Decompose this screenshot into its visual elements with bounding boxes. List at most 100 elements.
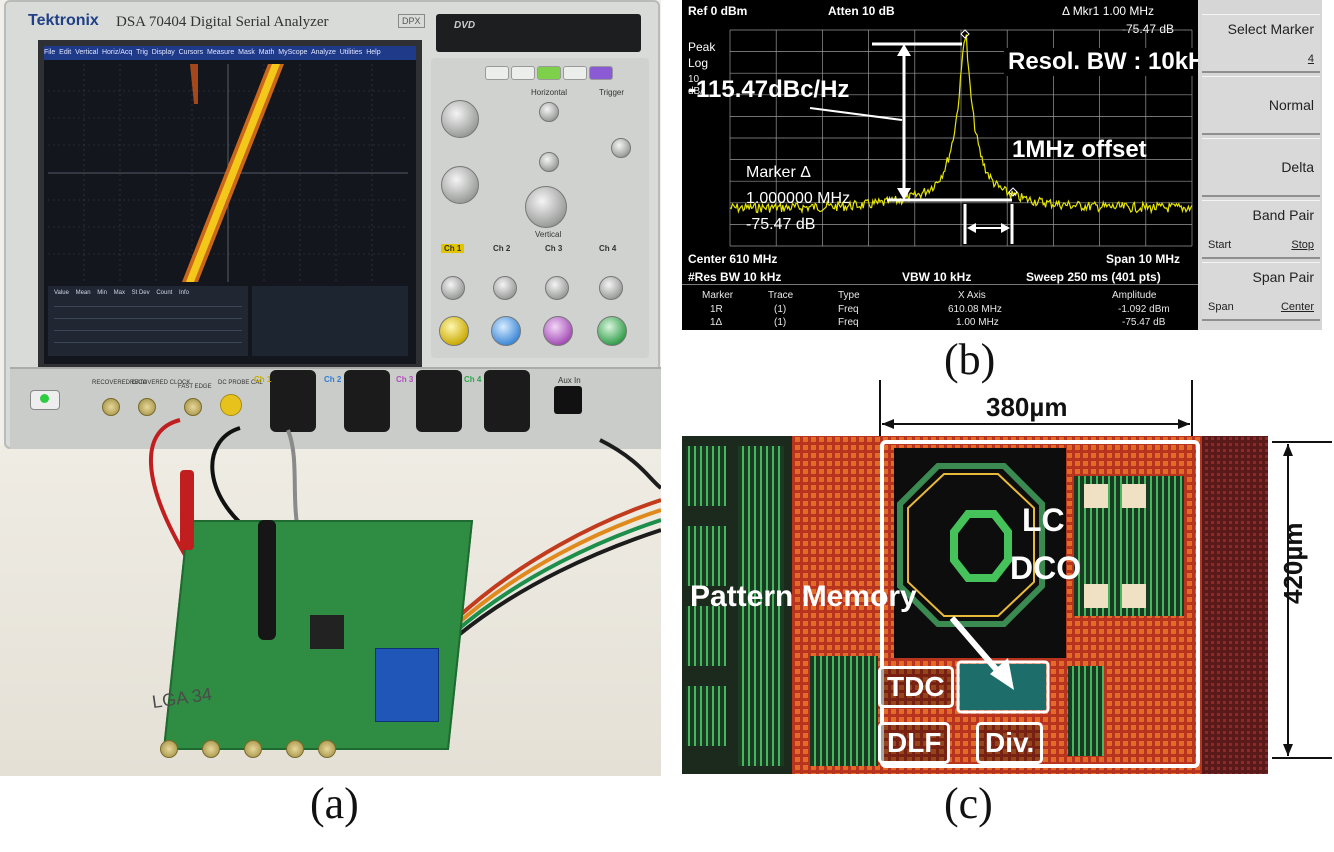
softkey-value: 4 [1307, 53, 1314, 65]
ch4-button[interactable]: Ch 4 [599, 244, 617, 253]
ch1-scale-knob[interactable] [439, 316, 469, 346]
dc-probe-cal-label: DC PROBE CAL [218, 380, 263, 386]
softkey-option-span: Span [1208, 301, 1234, 313]
scope-button-single[interactable] [537, 66, 561, 80]
ch2-scale-knob[interactable] [491, 316, 521, 346]
aux-in-connector[interactable] [554, 386, 582, 414]
ribbon-wire-orange [453, 508, 661, 628]
caption-b: (b) [944, 335, 996, 384]
scope-menu-item[interactable]: Analyze [310, 49, 336, 56]
sweep-time: Sweep 250 ms (401 pts) [1026, 270, 1161, 284]
ch4-probe-label: Ch 4 [464, 375, 482, 384]
scope-menu-item[interactable]: Cursors [178, 49, 204, 56]
chip-height-label: 420µm [1278, 522, 1308, 604]
softkey-band-pair[interactable]: Band Pair Start Stop [1202, 200, 1320, 259]
section-trigger-label: Trigger [599, 88, 625, 97]
oscilloscope: Tektronix DSA 70404 Digital Serial Analy… [4, 0, 661, 449]
ch1-probe-interface[interactable] [270, 370, 316, 432]
red-cable [149, 418, 190, 562]
ch2-probe-interface[interactable] [344, 370, 390, 432]
scope-menu-item[interactable]: Help [366, 49, 381, 56]
center-frequency: Center 610 MHz [688, 252, 778, 266]
ch2-offset-knob[interactable] [493, 276, 517, 300]
recovered-clock-connector[interactable] [138, 398, 156, 416]
ch1-offset-knob[interactable] [441, 276, 465, 300]
scope-button-dpx[interactable] [589, 66, 613, 80]
ch1-button[interactable]: Ch 1 [441, 244, 465, 253]
arrowhead-up [897, 44, 911, 56]
marker-delta-title: Marker Δ [746, 164, 811, 181]
pcb-sma-connector[interactable] [244, 740, 262, 758]
softkey-span-pair[interactable]: Span Pair Span Center [1202, 262, 1320, 321]
pcb-sma-connector[interactable] [318, 740, 336, 758]
phase-noise-annotation: -115.47dBc/Hz [688, 76, 850, 103]
resolution-bw-annotation: Resol. BW : 10kHz [1004, 48, 1222, 76]
multipurpose-knob-a[interactable] [441, 100, 479, 138]
ch3-scale-knob[interactable] [543, 316, 573, 346]
marker-delta-amplitude: -75.47 dB [746, 216, 816, 233]
scope-menu-item[interactable]: Horiz/Acq [101, 49, 133, 56]
ch3-button[interactable]: Ch 3 [545, 244, 563, 253]
ch4-offset-knob[interactable] [599, 276, 623, 300]
recovered-clock-label: RECOVERED CLOCK [130, 380, 191, 386]
ch2-button[interactable]: Ch 2 [493, 244, 511, 253]
multipurpose-knob-b[interactable] [441, 166, 479, 204]
power-led [40, 394, 49, 403]
scope-button[interactable] [511, 66, 535, 80]
scope-button[interactable] [563, 66, 587, 80]
section-horizontal-label: Horizontal [531, 88, 568, 97]
table-cell: 1R [710, 304, 723, 315]
scope-menu-item[interactable]: MyScope [278, 49, 308, 56]
ch4-scale-knob[interactable] [597, 316, 627, 346]
ch4-probe-interface[interactable] [484, 370, 530, 432]
table-cell: 1.00 MHz [956, 317, 999, 328]
scope-menu-item[interactable]: Mask [238, 49, 255, 56]
scope-menu-item[interactable]: File [44, 49, 56, 56]
horizontal-scale-knob[interactable] [525, 186, 567, 228]
pattern-memory-arrow [949, 616, 1005, 678]
chip-outline [880, 440, 1200, 768]
scope-button[interactable] [485, 66, 509, 80]
eye-diagram-core [186, 64, 280, 282]
softkey-normal[interactable]: Normal [1202, 76, 1320, 135]
fast-edge-connector[interactable] [184, 398, 202, 416]
trigger-level-knob[interactable] [611, 138, 631, 158]
softkey-title: Span Pair [1252, 269, 1314, 285]
pattern-memory-box [956, 660, 1050, 714]
offset-arrowhead-left [967, 223, 976, 233]
pcb-sma-connector[interactable] [202, 740, 220, 758]
dvd-drive: DVD [436, 14, 641, 52]
marker-table: Marker Trace Type X Axis Amplitude 1R (1… [682, 284, 1198, 330]
recovered-data-connector[interactable] [102, 398, 120, 416]
scope-menu-item[interactable]: Edit [59, 49, 72, 56]
scope-menu-item[interactable]: Measure [207, 49, 235, 56]
ch3-probe-interface[interactable] [416, 370, 462, 432]
delta-marker-readout: Δ Mkr1 1.00 MHz [1062, 4, 1155, 18]
photo-panel-a: Tektronix DSA 70404 Digital Serial Analy… [0, 0, 661, 776]
measure-header: Count [156, 290, 173, 296]
div-block: Div. [976, 722, 1044, 764]
resolution-knob[interactable] [539, 152, 559, 172]
measure-header: Info [179, 290, 190, 296]
pattern-memory-arrowhead [990, 658, 1014, 690]
black-probe [258, 520, 276, 640]
scope-menu-item[interactable]: Utilities [339, 49, 363, 56]
scope-menu-item[interactable]: Trig [136, 49, 148, 56]
pcb-sma-connector[interactable] [160, 740, 178, 758]
scope-menu-item[interactable]: Vertical [75, 49, 99, 56]
span: Span 10 MHz [1106, 252, 1181, 266]
section-vertical-label: Vertical [535, 230, 562, 239]
horizontal-position-knob[interactable] [539, 102, 559, 122]
scope-model: DSA 70404 Digital Serial Analyzer [116, 14, 329, 30]
table-cell: 610.08 MHz [948, 304, 1002, 315]
ch3-offset-knob[interactable] [545, 276, 569, 300]
fast-edge-label: FAST EDGE [178, 384, 212, 390]
probe-cal-terminal[interactable] [220, 394, 242, 416]
arrowhead-down [897, 188, 911, 200]
scope-menu-item[interactable]: Display [151, 49, 175, 56]
width-dimension-arrow [879, 380, 1193, 440]
softkey-select-marker[interactable]: Select Marker 4 [1202, 14, 1320, 73]
softkey-delta[interactable]: Delta [1202, 138, 1320, 197]
scope-menu-item[interactable]: Math [258, 49, 275, 56]
pcb-sma-connector[interactable] [286, 740, 304, 758]
